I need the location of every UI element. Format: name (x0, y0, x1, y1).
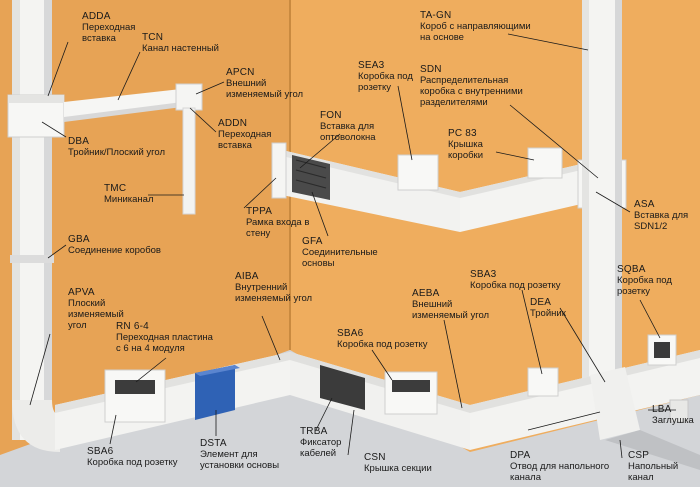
leader-sba6a (109, 414, 117, 445)
leader-aiba (261, 315, 281, 361)
leader-aeba (443, 319, 463, 409)
leader-csn (347, 409, 355, 456)
leader-dea (559, 307, 606, 383)
sba3-box (527, 367, 559, 397)
csp-floor-channel (605, 430, 700, 470)
leader-tagn (507, 33, 589, 51)
leader-dpa (527, 411, 601, 431)
sba6-box-right (384, 371, 438, 415)
leader-fon (299, 133, 341, 169)
leader-sba6b (371, 349, 393, 381)
leader-lines (29, 33, 676, 459)
leader-sqba (639, 299, 661, 339)
leader-gba (47, 244, 67, 259)
sba6-box-left (104, 369, 166, 423)
tcn-wall-duct (64, 88, 190, 122)
leader-sea3 (397, 85, 413, 161)
leader-pc83 (495, 151, 535, 161)
leader-csp (619, 439, 623, 459)
leader-adda (47, 41, 69, 97)
vertical-riser-right (582, 0, 622, 380)
dsta-blue-element (195, 365, 240, 420)
dea-tee (590, 367, 640, 440)
leader-rn64 (135, 357, 167, 383)
floor (0, 350, 700, 487)
leader-sdn (509, 104, 599, 179)
sea3-box (397, 154, 439, 191)
apcn-corner (175, 83, 203, 111)
lba-end-cap (669, 399, 689, 423)
leader-gfa (311, 191, 329, 237)
vertical-riser-left (10, 0, 60, 452)
leader-tppa (243, 177, 277, 209)
tmc-minichannel (182, 107, 196, 215)
sqba-socket (654, 342, 670, 358)
leader-apva (29, 333, 51, 406)
leader-trba (315, 397, 333, 431)
leader-sba3 (521, 289, 543, 375)
leader-apcn (195, 81, 225, 95)
leader-dba (41, 121, 67, 138)
leader-addn (189, 107, 217, 133)
leader-asa (595, 191, 631, 213)
sba6-right-insert (392, 380, 430, 392)
rn64-plate (115, 380, 155, 394)
leader-tcn (117, 51, 141, 101)
pc83-box (527, 147, 563, 179)
